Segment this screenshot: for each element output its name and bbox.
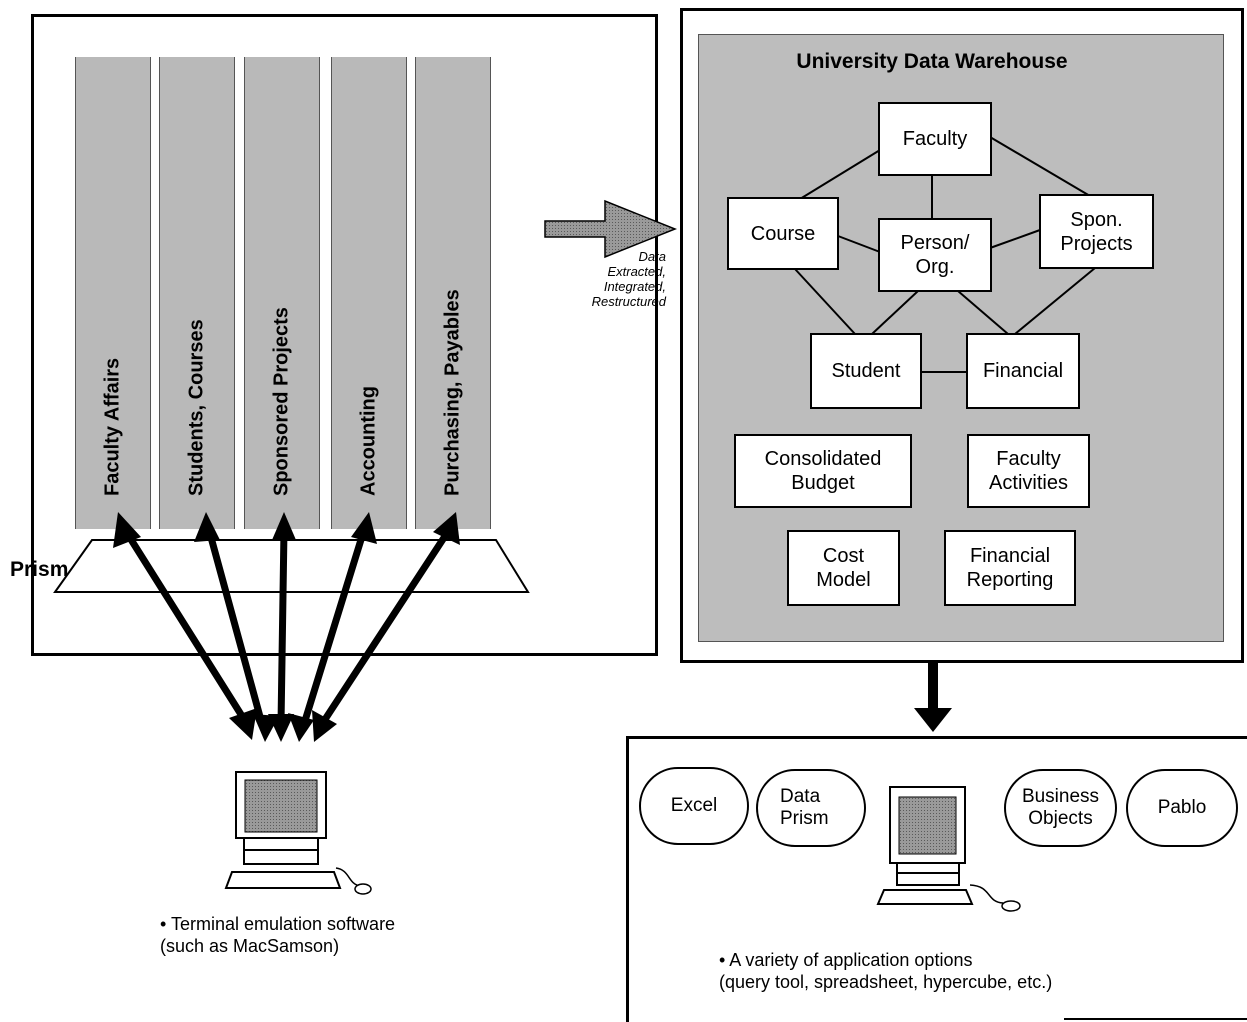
system-pillar-sponsored-projects: Sponsored Projects [244, 57, 320, 529]
entity-course: Course [727, 197, 839, 270]
system-pillar-accounting: Accounting [331, 57, 407, 529]
down-arrow [914, 662, 952, 732]
app-excel: Excel [639, 767, 749, 845]
entity-financial: Financial [966, 333, 1080, 409]
app-business-objects: Business Objects [1004, 769, 1117, 847]
transfer-arrow [544, 199, 678, 259]
app-data-prism: Data Prism [756, 769, 866, 847]
prism-label: Prism [10, 558, 69, 581]
entity-spon-projects: Spon. Projects [1039, 194, 1154, 269]
arrowheads [113, 512, 460, 742]
entity-faculty: Faculty [878, 102, 992, 176]
system-pillar-students-courses: Students, Courses [159, 57, 235, 529]
tools-caption: • A variety of application options (quer… [719, 950, 1053, 992]
entity-person-org: Person/ Org. [878, 218, 992, 292]
terminal-computer-icon [224, 771, 372, 895]
entity-consolidated-budget: Consolidated Budget [734, 434, 912, 508]
entity-student: Student [810, 333, 922, 409]
entity-faculty-activities: Faculty Activities [967, 434, 1090, 508]
system-pillar-purchasing-payables: Purchasing, Payables [415, 57, 491, 529]
entity-relationship-lines [794, 136, 1096, 373]
entity-financial-reporting: Financial Reporting [944, 530, 1076, 606]
transfer-note: Data Extracted, Integrated, Restructured [591, 249, 666, 309]
terminal-access-arrows [121, 526, 453, 728]
warehouse-title: University Data Warehouse [796, 50, 1068, 73]
prism-shape [53, 539, 530, 593]
workstation-computer-icon [876, 786, 1021, 912]
entity-cost-model: Cost Model [787, 530, 900, 606]
app-pablo: Pablo [1126, 769, 1238, 847]
terminal-caption: • Terminal emulation software (such as M… [160, 914, 396, 956]
system-pillar-faculty-affairs: Faculty Affairs [75, 57, 151, 529]
